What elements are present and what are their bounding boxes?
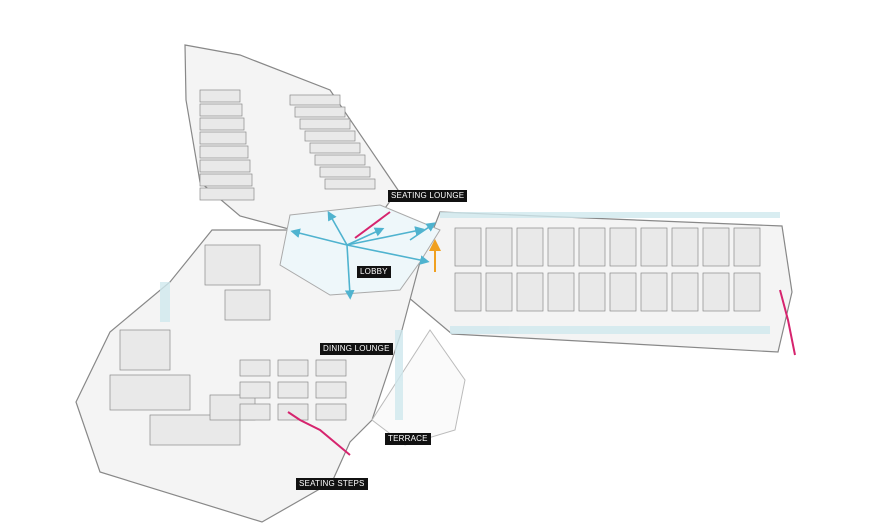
label-seating-lounge: SEATING LOUNGE [388,190,468,202]
room [319,166,371,178]
room [309,142,361,154]
room [314,154,366,166]
room [547,272,575,312]
room [578,272,606,312]
room [199,117,245,131]
room [516,272,544,312]
room [239,403,271,421]
room [485,227,513,267]
room [640,227,668,267]
room [609,272,637,312]
room [454,227,482,267]
room [239,359,271,377]
room [671,227,699,267]
circulation-arrows [290,210,436,300]
room [204,244,261,286]
room [199,173,253,187]
rooms [109,89,761,446]
room [516,227,544,267]
label-dining-lounge: DINING LOUNGE [320,343,393,355]
room [277,359,309,377]
room [671,272,699,312]
room [324,178,376,190]
room [199,159,251,173]
room [224,289,271,321]
room [315,403,347,421]
room [277,403,309,421]
room [299,118,351,130]
room [315,359,347,377]
room [294,106,346,118]
room [199,145,249,159]
room [485,272,513,312]
room [702,272,730,312]
label-lobby: LOBBY [357,266,391,278]
room [578,227,606,267]
room [239,381,271,399]
room [702,227,730,267]
room [609,227,637,267]
room [199,103,243,117]
room [454,272,482,312]
room [733,227,761,267]
room [199,89,241,103]
room [119,329,171,371]
room [640,272,668,312]
room [289,94,341,106]
room [199,131,247,145]
label-seating-steps: SEATING STEPS [296,478,368,490]
room [304,130,356,142]
label-terrace: TERRACE [385,433,431,445]
glazing [160,212,780,420]
room [199,187,255,201]
room [109,374,191,411]
stair-lines [287,211,796,456]
lobby-atrium [279,204,441,296]
room [547,227,575,267]
room [315,381,347,399]
room [277,381,309,399]
room [733,272,761,312]
